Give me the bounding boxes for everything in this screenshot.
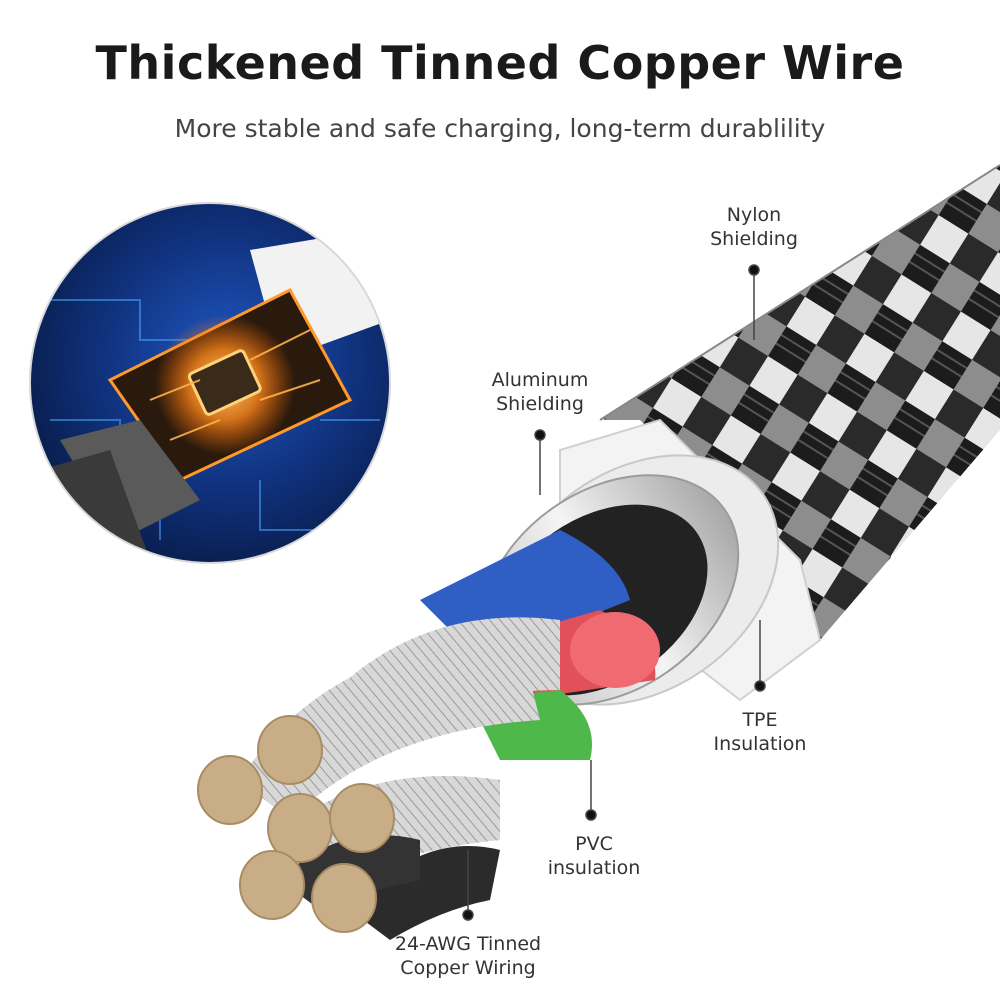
leader-lines [462, 264, 766, 921]
nylon-braid [600, 165, 1000, 640]
copper-strand-bundles [240, 617, 560, 940]
copper-ends [197, 715, 395, 933]
page-subtitle: More stable and safe charging, long-term… [174, 114, 826, 143]
page-title: Thickened Tinned Copper Wire [95, 36, 905, 90]
circuit-inset [30, 203, 390, 563]
